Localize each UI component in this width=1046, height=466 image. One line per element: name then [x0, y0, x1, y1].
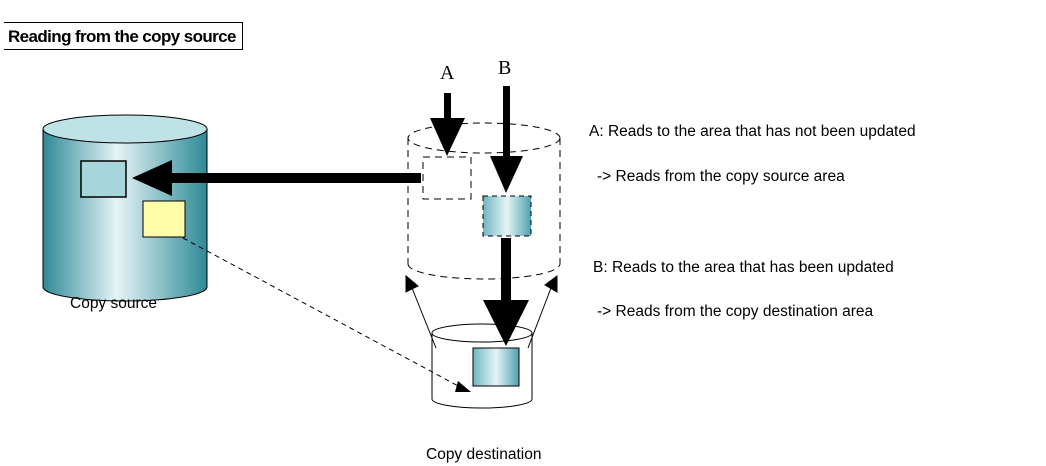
source-original-area [80, 160, 127, 198]
area-not-updated [422, 156, 472, 200]
copy-dashed-arrow [182, 237, 471, 392]
copy-destination-label: Copy destination [426, 446, 541, 463]
copy-destination-cylinder [431, 323, 533, 409]
copy-source-label: Copy source [70, 295, 157, 312]
source-updated-area [142, 200, 186, 238]
area-updated [482, 195, 532, 237]
copy-source-cylinder [42, 114, 208, 302]
mapping-arrows [405, 274, 558, 349]
note-a-line1: A: Reads to the area that has not been u… [589, 123, 916, 140]
note-b-line2: -> Reads from the copy destination area [597, 303, 874, 320]
access-a-label: A [440, 62, 455, 84]
diagram-title: Reading from the copy source [4, 22, 243, 50]
note-a-line2: -> Reads from the copy source area [597, 168, 845, 185]
read-from-destination-arrow [483, 238, 529, 346]
access-b-arrow [490, 86, 523, 193]
destination-copied-area [472, 347, 520, 387]
note-b-line1: B: Reads to the area that has been updat… [593, 259, 894, 276]
read-from-source-arrow [132, 160, 421, 196]
access-a-arrow [430, 93, 465, 156]
virtual-volume-cylinder [407, 122, 561, 280]
access-b-label: B [498, 57, 511, 79]
